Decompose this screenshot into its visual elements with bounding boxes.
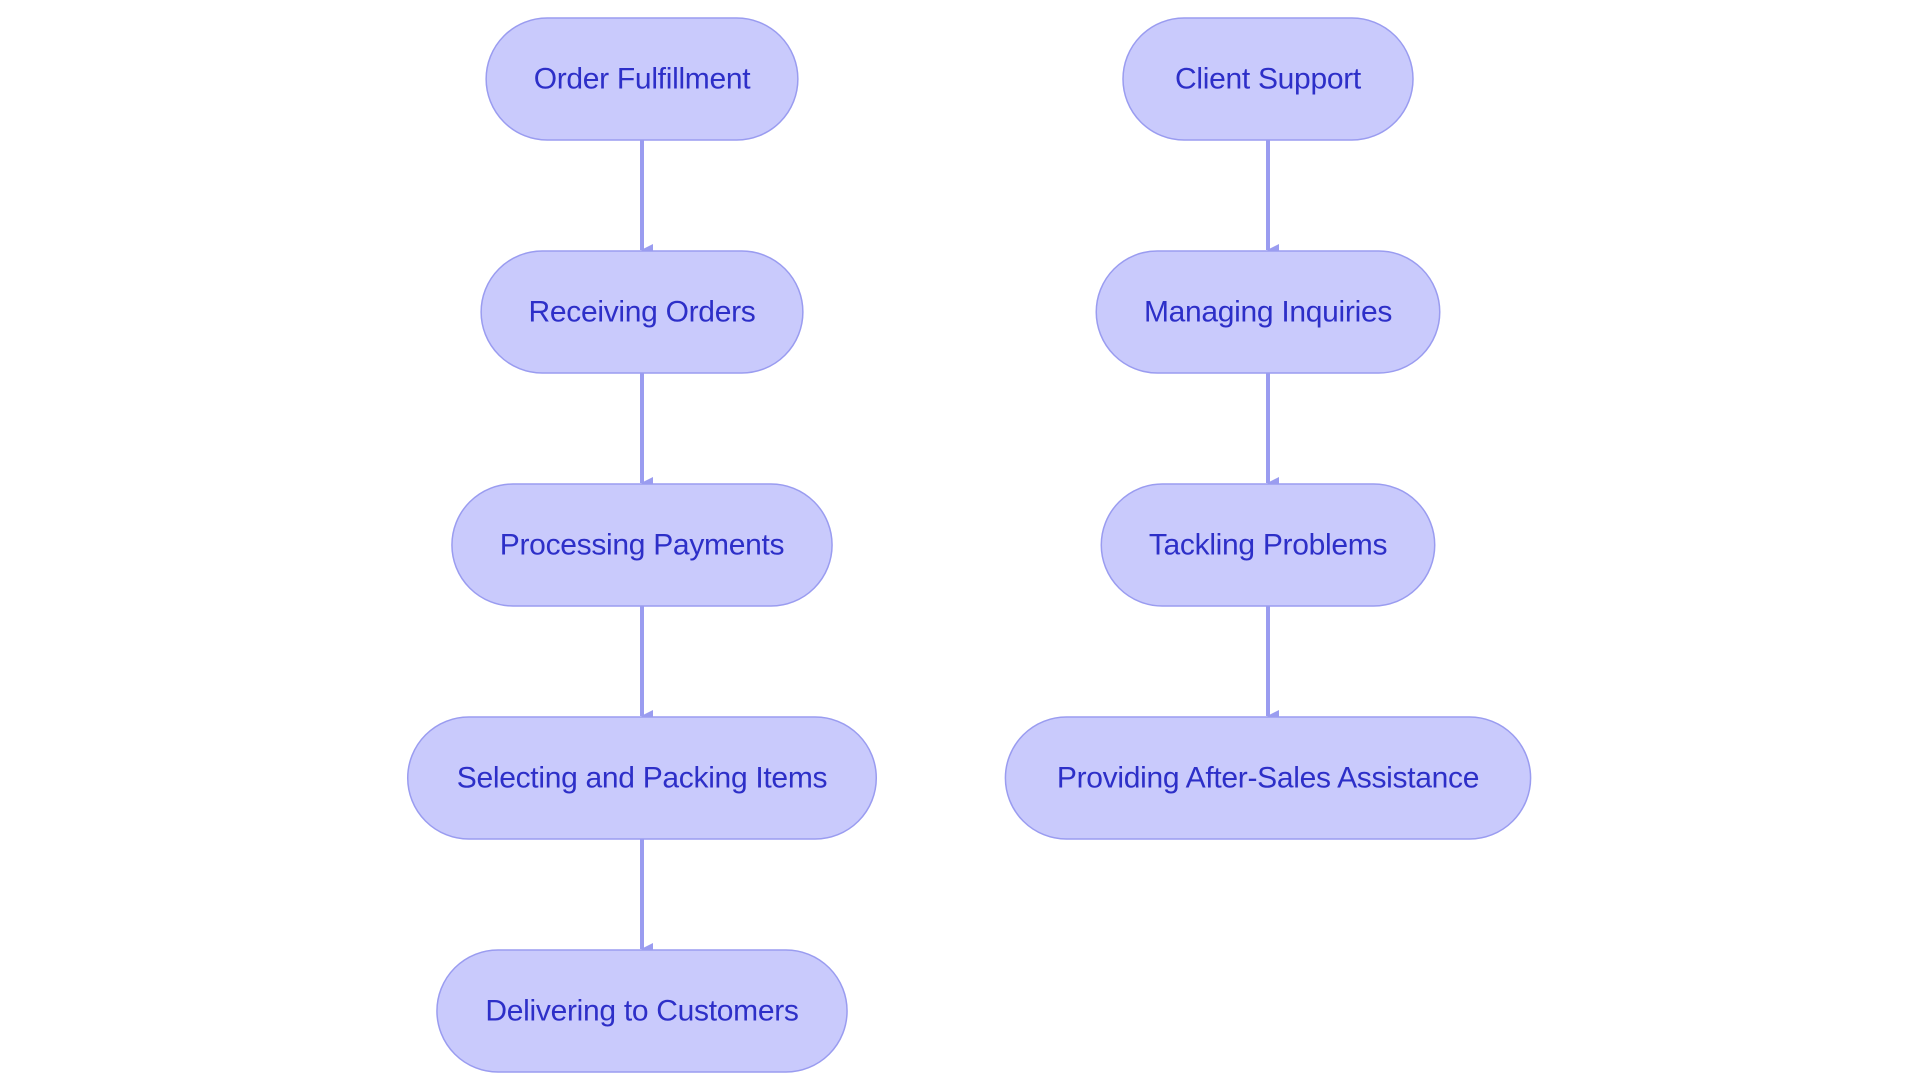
node-delivering-to-customers: Delivering to Customers xyxy=(436,949,848,1073)
node-managing-inquiries: Managing Inquiries xyxy=(1095,250,1441,374)
node-processing-payments: Processing Payments xyxy=(451,483,833,607)
edges-layer xyxy=(640,140,1279,955)
node-order-fulfillment: Order Fulfillment xyxy=(485,17,799,141)
node-tackling-problems: Tackling Problems xyxy=(1100,483,1436,607)
node-shape xyxy=(1122,17,1414,141)
node-label: Providing After-Sales Assistance xyxy=(1057,762,1479,795)
node-label: Order Fulfillment xyxy=(534,63,752,96)
node-label: Tackling Problems xyxy=(1149,529,1387,562)
node-label: Receiving Orders xyxy=(529,296,756,329)
node-shape xyxy=(436,949,848,1073)
node-shape xyxy=(1004,716,1532,840)
node-label: Client Support xyxy=(1175,63,1362,96)
node-shape xyxy=(451,483,833,607)
node-label: Selecting and Packing Items xyxy=(457,762,827,795)
node-client-support: Client Support xyxy=(1122,17,1414,141)
node-label: Managing Inquiries xyxy=(1144,296,1392,329)
node-shape xyxy=(1095,250,1441,374)
node-receiving-orders: Receiving Orders xyxy=(480,250,804,374)
node-selecting-packing-items: Selecting and Packing Items xyxy=(406,716,878,840)
node-shape xyxy=(1100,483,1436,607)
node-shape xyxy=(485,17,799,141)
node-after-sales-assistance: Providing After-Sales Assistance xyxy=(1004,716,1532,840)
node-label: Processing Payments xyxy=(500,529,784,562)
node-shape xyxy=(480,250,804,374)
node-shape xyxy=(406,716,878,840)
node-label: Delivering to Customers xyxy=(485,995,798,1028)
